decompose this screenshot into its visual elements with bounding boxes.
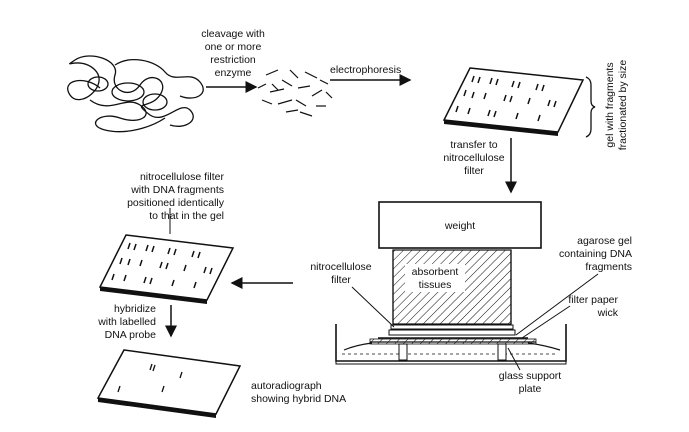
svg-text:fractionated by size: fractionated by size	[617, 60, 629, 151]
svg-text:nitrocellulose: nitrocellulose	[310, 261, 371, 273]
svg-text:DNA probe: DNA probe	[105, 329, 157, 341]
svg-text:filter: filter	[464, 165, 484, 177]
svg-text:gel with fragments: gel with fragments	[604, 62, 616, 147]
svg-text:hybridize: hybridize	[114, 303, 156, 315]
svg-text:one or more: one or more	[205, 41, 262, 53]
svg-text:restriction: restriction	[210, 54, 256, 66]
gel-brace	[585, 76, 596, 138]
glass-leader	[507, 347, 521, 371]
gel-side-label: gel with fragments fractionated by size	[604, 60, 629, 151]
svg-text:with DNA fragments: with DNA fragments	[130, 184, 224, 196]
svg-text:enzyme: enzyme	[215, 67, 252, 79]
svg-text:cleavage with: cleavage with	[201, 28, 265, 40]
nitro-filter-sheet	[98, 234, 235, 304]
svg-text:glass support: glass support	[499, 370, 562, 382]
nitro-filter-label: nitrocellulose filter	[310, 261, 371, 286]
blot-apparatus: weight absorbent tissues	[335, 201, 567, 365]
autoradiograph-sheet	[96, 349, 242, 418]
filter-paper-leader	[521, 305, 571, 339]
nitro-description: nitrocellulose filter with DNA fragments…	[127, 171, 225, 222]
svg-text:positioned identically: positioned identically	[127, 197, 225, 209]
glass-support-label: glass support plate	[499, 370, 562, 395]
genomic-dna-tangle	[67, 55, 204, 133]
cleavage-label: cleavage with one or more restriction en…	[201, 28, 265, 79]
svg-text:nitrocellulose: nitrocellulose	[443, 152, 504, 164]
svg-text:plate: plate	[519, 383, 542, 395]
svg-text:with labelled: with labelled	[97, 316, 156, 328]
hybridize-label: hybridize with labelled DNA probe	[97, 303, 156, 341]
svg-text:nitrocellulose filter: nitrocellulose filter	[140, 171, 225, 183]
svg-text:fragments: fragments	[585, 261, 632, 273]
gel-slab	[442, 67, 585, 136]
nitro-filter-leader	[351, 286, 395, 328]
agarose-label: agarose gel containing DNA fragments	[559, 235, 632, 273]
electrophoresis-label: electrophoresis	[330, 64, 401, 76]
agarose-leader	[515, 273, 599, 336]
svg-text:containing DNA: containing DNA	[559, 248, 632, 260]
svg-text:filter: filter	[331, 274, 351, 286]
weight-label: weight	[444, 220, 475, 232]
absorbent-label-2: tissues	[419, 279, 452, 291]
absorbent-label: absorbent	[412, 266, 459, 278]
svg-text:wick: wick	[597, 307, 619, 319]
transfer-label: transfer to nitrocellulose filter	[443, 139, 504, 177]
svg-text:transfer to: transfer to	[450, 139, 497, 151]
svg-text:showing hybrid DNA: showing hybrid DNA	[251, 393, 346, 405]
svg-text:to that in the gel: to that in the gel	[149, 210, 224, 222]
svg-text:filter paper: filter paper	[568, 294, 618, 306]
filter-paper-label: filter paper wick	[568, 294, 618, 319]
autoradiograph-label: autoradiograph showing hybrid DNA	[251, 380, 346, 405]
svg-text:agarose gel: agarose gel	[577, 235, 632, 247]
svg-text:autoradiograph: autoradiograph	[251, 380, 322, 392]
dna-fragments	[257, 69, 333, 117]
